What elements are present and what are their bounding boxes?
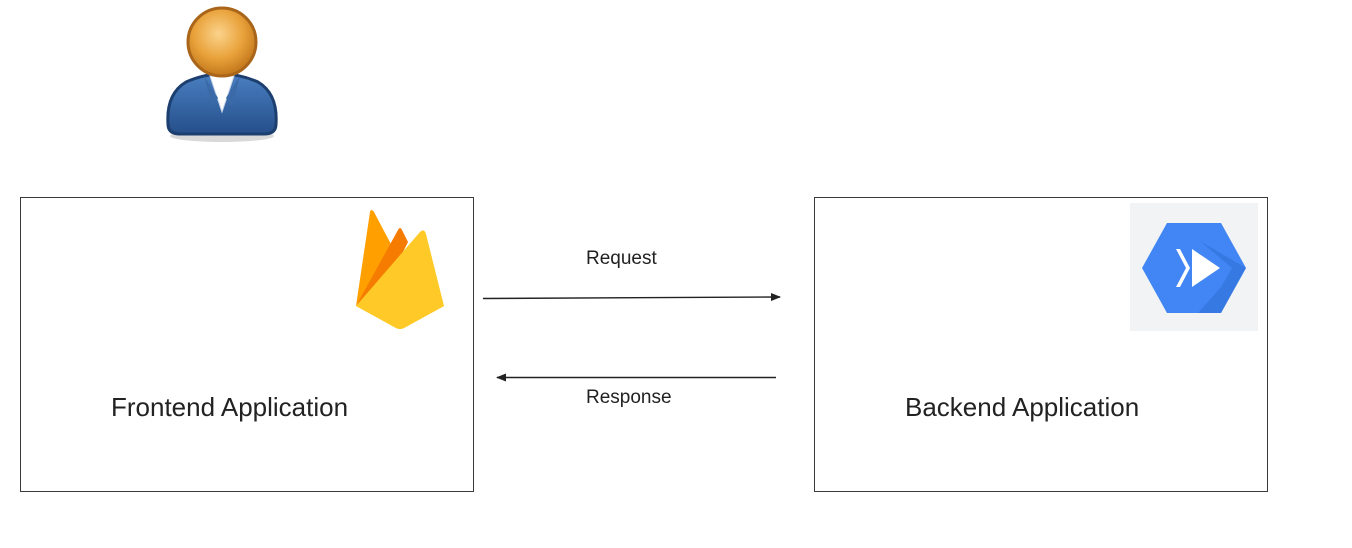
request-arrow [482, 293, 781, 302]
frontend-application-label: Frontend Application [111, 392, 349, 422]
frontend-application-node: Frontend Application [20, 197, 474, 492]
backend-application-node: Backend Application [814, 197, 1268, 492]
firebase-icon [356, 210, 444, 329]
request-label: Request [586, 248, 657, 269]
cloud-run-icon-background [1130, 203, 1258, 331]
user-person-icon [166, 6, 278, 142]
backend-application-label: Backend Application [905, 392, 1140, 422]
response-label: Response [586, 387, 672, 408]
cloud-run-icon [1142, 223, 1246, 313]
